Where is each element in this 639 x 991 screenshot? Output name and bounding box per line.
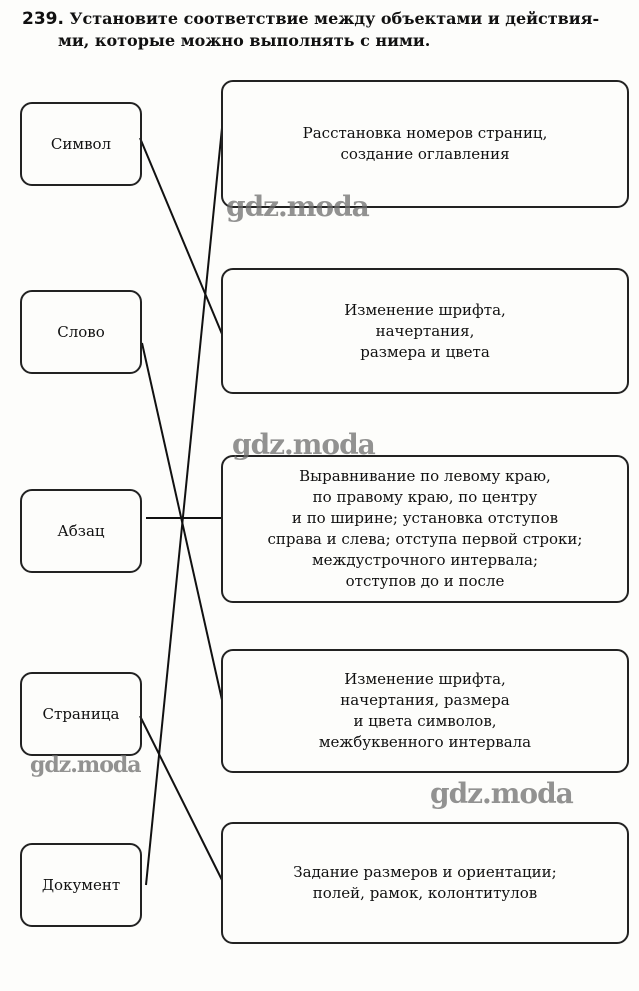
exercise-text-2: ми, которые можно выполнять с ними. xyxy=(58,31,431,50)
action-line: и по ширине; установка отступов xyxy=(291,509,559,527)
action-line: междустрочного интервала; xyxy=(311,551,539,569)
action-line: Задание размеров и ориентации; xyxy=(293,863,557,881)
watermark: gdz.moda xyxy=(226,190,370,223)
action-line: и цвета символов, xyxy=(353,712,497,730)
line-symbol xyxy=(139,137,223,335)
action-line: создание оглавления xyxy=(340,145,510,163)
object-symbol: Символ xyxy=(20,102,142,186)
object-label: Страница xyxy=(42,705,120,723)
action-line: по правому краю, по центру xyxy=(312,488,538,506)
action-line: справа и слева; отступа первой строки; xyxy=(267,530,583,548)
watermark: gdz.moda xyxy=(232,428,376,461)
object-label: Слово xyxy=(57,323,105,341)
action-line: Выравнивание по левому краю, xyxy=(299,467,551,485)
action-line: отступов до и после xyxy=(345,572,505,590)
object-label: Документ xyxy=(41,876,121,894)
exercise-text-1: Установите соответствие между объектами … xyxy=(69,9,600,28)
watermark: gdz.moda xyxy=(430,777,574,810)
line-document xyxy=(145,127,223,886)
action-line: полей, рамок, колонтитулов xyxy=(312,884,538,902)
object-label: Символ xyxy=(50,135,112,153)
object-page: Страница xyxy=(20,672,142,756)
action-line: Изменение шрифта, xyxy=(344,670,506,688)
exercise-number: 239. xyxy=(22,9,64,29)
object-word: Слово xyxy=(20,290,142,374)
action-line: Расстановка номеров страниц, xyxy=(302,124,548,142)
watermark: gdz.moda xyxy=(30,752,142,778)
line-page xyxy=(139,715,223,881)
action-line: межбуквенного интервала xyxy=(318,733,532,751)
action-line: начертания, размера xyxy=(340,691,510,709)
action-3: Выравнивание по левому краю, по правому … xyxy=(221,455,629,603)
action-1: Расстановка номеров страниц, создание ог… xyxy=(221,80,629,208)
object-paragraph: Абзац xyxy=(20,489,142,573)
action-2: Изменение шрифта, начертания, размера и … xyxy=(221,268,629,394)
action-4: Изменение шрифта, начертания, размера и … xyxy=(221,649,629,773)
object-label: Абзац xyxy=(57,522,105,540)
action-line: Изменение шрифта, xyxy=(344,300,506,319)
action-line: начертания, xyxy=(375,321,475,340)
exercise-title: 239. Установите соответствие между объек… xyxy=(22,8,622,51)
action-line: размера и цвета xyxy=(360,342,490,361)
action-5: Задание размеров и ориентации; полей, ра… xyxy=(221,822,629,944)
object-document: Документ xyxy=(20,843,142,927)
